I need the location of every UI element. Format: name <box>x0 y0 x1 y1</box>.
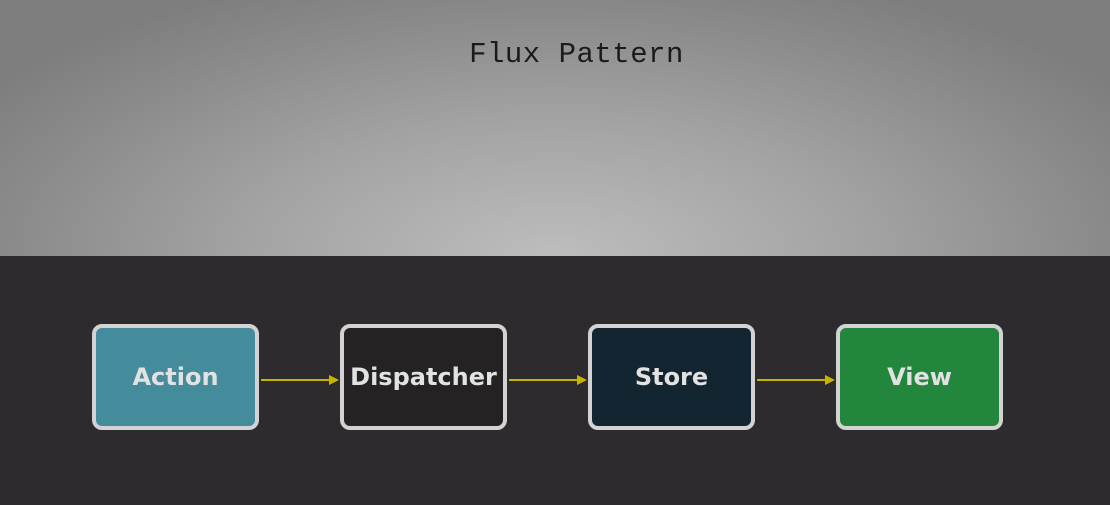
arrow-dispatcher-to-store <box>509 375 587 385</box>
node-store: Store <box>588 324 755 430</box>
arrowhead-icon <box>577 375 587 385</box>
arrow-layer <box>261 375 835 385</box>
node-dispatcher: Dispatcher <box>340 324 507 430</box>
title-panel: Flux Pattern <box>0 0 1110 256</box>
arrowhead-icon <box>825 375 835 385</box>
arrow-action-to-dispatcher <box>261 375 339 385</box>
node-view: View <box>836 324 1003 430</box>
node-action: Action <box>92 324 259 430</box>
arrowhead-icon <box>329 375 339 385</box>
diagram-panel: Action Dispatcher Store View <box>0 256 1110 505</box>
arrow-store-to-view <box>757 375 835 385</box>
slide-title: Flux Pattern <box>469 38 684 71</box>
